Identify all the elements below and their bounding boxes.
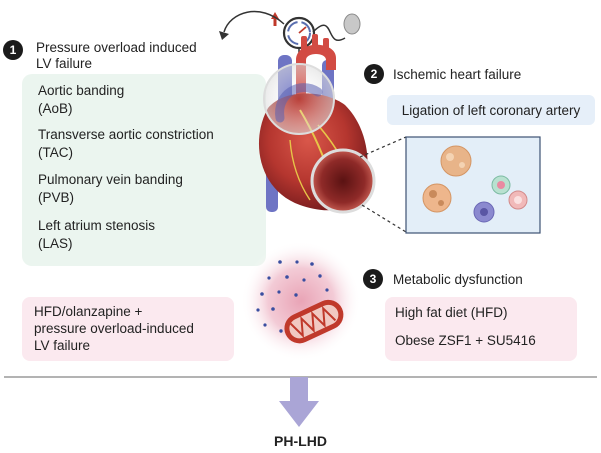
metabolic-panel: High fat diet (HFD) Obese ZSF1 + SU5416 (385, 297, 577, 361)
list-item-label: Aortic banding (38, 83, 125, 98)
curved-arrow-head (219, 31, 229, 40)
infarct-zoom-icon (310, 148, 376, 214)
gauge-tube (312, 24, 346, 41)
mitochondrion-icon (284, 299, 344, 344)
magnifier-lens (263, 63, 335, 135)
list-item-zsf1: Obese ZSF1 + SU5416 (395, 333, 536, 348)
list-item-label: Transverse aortic constriction (38, 127, 214, 142)
combo-text: HFD/olanzapine + pressure overload-induc… (34, 303, 194, 354)
list-item-abbrev: (LAS) (38, 236, 73, 251)
list-item-hfd: High fat diet (HFD) (395, 305, 508, 320)
immune-cells-panel (405, 136, 541, 234)
list-item-aob: Aortic banding (AoB) (38, 82, 124, 118)
section2-heading: Ischemic heart failure (393, 67, 522, 82)
ligation-pill: Ligation of left coronary artery (387, 95, 595, 125)
aortic-arch (275, 83, 323, 123)
list-item-pvb: Pulmonary vein banding (PVB) (38, 171, 183, 207)
pressure-overload-panel: Aortic banding (AoB) Transverse aortic c… (22, 74, 266, 266)
zoom-guide-line-bottom (361, 204, 407, 233)
section1-heading-line1: Pressure overload induced (36, 40, 197, 55)
lipid-dots (256, 260, 329, 333)
list-item-tac: Transverse aortic constriction (TAC) (38, 126, 214, 162)
down-arrow-icon (279, 377, 319, 427)
outcome-label: PH-LHD (274, 433, 327, 449)
combo-line: LV failure (34, 338, 91, 353)
inflation-bulb-icon (343, 13, 361, 35)
ligation-label: Ligation of left coronary artery (401, 102, 581, 118)
list-item-abbrev: (PVB) (38, 190, 75, 205)
step-badge-1: 1 (3, 40, 23, 60)
list-item-las: Left atrium stenosis (LAS) (38, 217, 155, 253)
section3-heading: Metabolic dysfunction (393, 272, 523, 287)
step-badge-3: 3 (363, 269, 383, 289)
combo-line: HFD/olanzapine + (34, 304, 143, 319)
curved-arrow (223, 10, 285, 33)
list-item-label: Left atrium stenosis (38, 218, 156, 233)
combo-panel: HFD/olanzapine + pressure overload-induc… (22, 297, 234, 361)
step-badge-2: 2 (364, 64, 384, 84)
metabolic-glow (241, 241, 361, 361)
list-item-abbrev: (AoB) (38, 101, 73, 116)
section1-heading-line2: LV failure (36, 56, 93, 71)
section1-heading: Pressure overload induced LV failure (36, 40, 197, 72)
combo-line: pressure overload-induced (34, 321, 194, 336)
list-item-abbrev: (TAC) (38, 145, 73, 160)
list-item-label: Pulmonary vein banding (38, 172, 183, 187)
zoom-guide-line-top (359, 136, 407, 158)
